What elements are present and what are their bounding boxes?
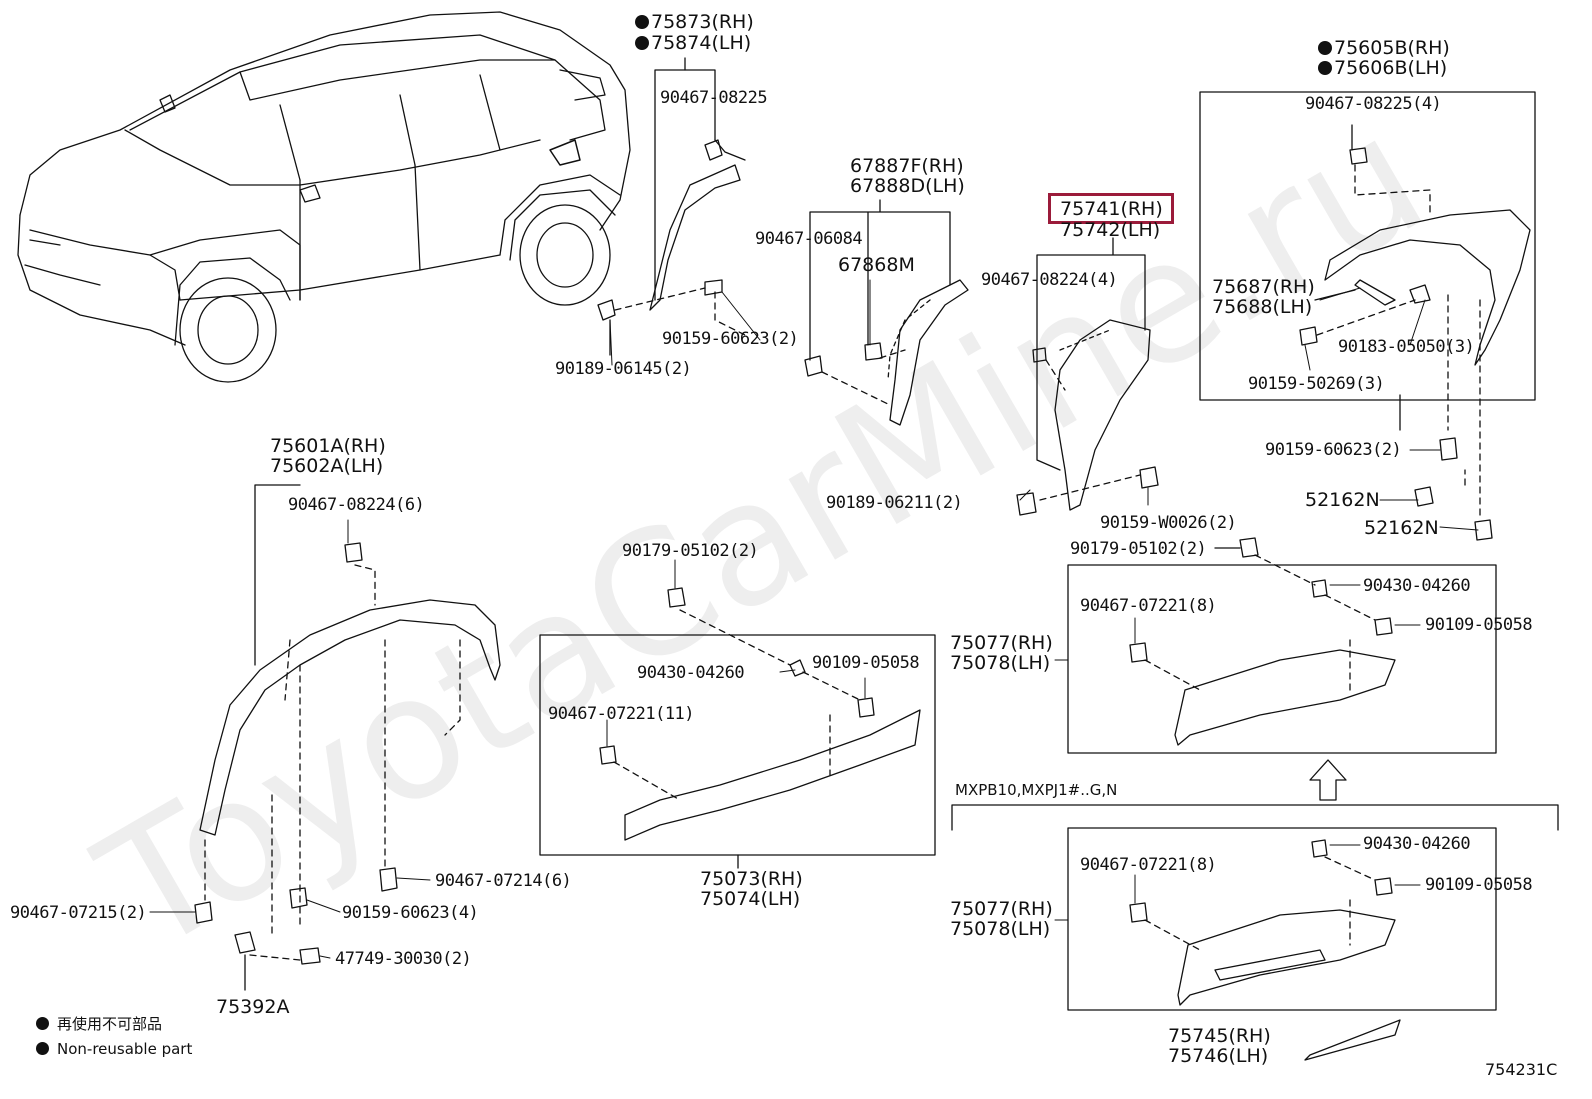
part-label-47749-30030[interactable]: 47749-30030(2) <box>335 949 472 969</box>
part-label-75606B[interactable]: 75606B(LH) <box>1318 59 1447 78</box>
diagram-code: 754231C <box>1485 1060 1558 1079</box>
mudguard-75741 <box>1016 237 1159 516</box>
bracket-67887 <box>804 199 969 426</box>
part-label-75602A[interactable]: 75602A(LH) <box>270 455 384 477</box>
part-label-67888D[interactable]: 67888D(LH) <box>850 175 965 197</box>
part-label-75074[interactable]: 75074(LH) <box>700 888 801 910</box>
part-label-90183-05050[interactable]: 90183-05050(3) <box>1338 337 1475 357</box>
part-label-67887F[interactable]: 67887F(RH) <box>850 155 964 177</box>
up-arrow <box>1309 759 1347 801</box>
part-label-75873[interactable]: 75873(RH) <box>635 13 754 32</box>
part-label-75605B[interactable]: 75605B(RH) <box>1318 39 1450 58</box>
part-label-52162N-b[interactable]: 52162N <box>1364 517 1439 539</box>
box-75077-upper <box>1067 537 1497 754</box>
non-reusable-dot-icon <box>36 1017 49 1030</box>
part-label-75078-b[interactable]: 75078(LH) <box>950 918 1051 940</box>
part-label-90430-04260-a[interactable]: 90430-04260 <box>637 663 745 683</box>
part-label-90467-07215[interactable]: 90467-07215(2) <box>10 903 147 923</box>
highlight-frame <box>1048 193 1174 224</box>
part-label-90159-60623-b[interactable]: 90159-60623(2) <box>1265 440 1402 460</box>
part-label-75077-a[interactable]: 75077(RH) <box>950 632 1053 654</box>
part-label-90467-08224-4[interactable]: 90467-08224(4) <box>981 270 1118 290</box>
leader-lines <box>149 279 1479 959</box>
legend-jp: 再使用不可部品 <box>36 1017 162 1032</box>
part-label-75874[interactable]: 75874(LH) <box>635 34 751 53</box>
part-label-90467-08225-4[interactable]: 90467-08225(4) <box>1305 94 1442 114</box>
part-label-67868M[interactable]: 67868M <box>838 254 915 276</box>
part-label-75073[interactable]: 75073(RH) <box>700 868 803 890</box>
part-label-90430-04260-c[interactable]: 90430-04260 <box>1363 834 1471 854</box>
non-reusable-dot-icon <box>635 15 649 29</box>
part-label-52162N-a[interactable]: 52162N <box>1305 489 1380 511</box>
part-label-75742[interactable]: 75742(LH) <box>1060 219 1161 241</box>
part-label-75392A[interactable]: 75392A <box>216 996 290 1018</box>
fender-75601A <box>194 484 501 991</box>
box-75605B <box>1199 91 1536 541</box>
part-label-90159-50269[interactable]: 90159-50269(3) <box>1248 374 1385 394</box>
part-label-90109-05058-c[interactable]: 90109-05058 <box>1425 875 1533 895</box>
bracket-75873 <box>597 57 746 356</box>
part-label-90467-07221-8-a[interactable]: 90467-07221(8) <box>1080 596 1217 616</box>
part-label-75741-highlighted[interactable]: 75741(RH) <box>1060 198 1163 220</box>
part-label-90467-07214[interactable]: 90467-07214(6) <box>435 871 572 891</box>
part-label-90467-07221-8-b[interactable]: 90467-07221(8) <box>1080 855 1217 875</box>
part-label-90179-05102-b[interactable]: 90179-05102(2) <box>1070 539 1207 559</box>
part-label-75688[interactable]: 75688(LH) <box>1212 296 1313 318</box>
non-reusable-dot-icon <box>1318 61 1332 75</box>
part-label-90159-W0026[interactable]: 90159-W0026(2) <box>1100 513 1237 533</box>
part-label-90189-06145[interactable]: 90189-06145(2) <box>555 359 692 379</box>
part-label-75745[interactable]: 75745(RH) <box>1168 1025 1271 1047</box>
part-label-90467-06084[interactable]: 90467-06084 <box>755 229 863 249</box>
legend-en: Non-reusable part <box>36 1042 192 1057</box>
part-label-75746[interactable]: 75746(LH) <box>1168 1045 1269 1067</box>
part-label-90189-06211[interactable]: 90189-06211(2) <box>826 493 963 513</box>
part-label-90159-60623-4[interactable]: 90159-60623(4) <box>342 903 479 923</box>
part-label-90159-60623-a[interactable]: 90159-60623(2) <box>662 329 799 349</box>
part-label-75687[interactable]: 75687(RH) <box>1212 276 1315 298</box>
part-label-90109-05058-a[interactable]: 90109-05058 <box>812 653 920 673</box>
non-reusable-dot-icon <box>1318 41 1332 55</box>
non-reusable-dot-icon <box>36 1042 49 1055</box>
part-label-75601A[interactable]: 75601A(RH) <box>270 435 386 457</box>
part-label-75078-a[interactable]: 75078(LH) <box>950 652 1051 674</box>
part-label-90467-07221-11[interactable]: 90467-07221(11) <box>548 704 695 724</box>
part-label-75077-b[interactable]: 75077(RH) <box>950 898 1053 920</box>
part-label-90109-05058-b[interactable]: 90109-05058 <box>1425 615 1533 635</box>
variant-label: MXPB10,MXPJ1#..G,N <box>955 781 1118 799</box>
box-75077-lower <box>1067 827 1497 1061</box>
part-label-90430-04260-b[interactable]: 90430-04260 <box>1363 576 1471 596</box>
non-reusable-dot-icon <box>635 36 649 50</box>
box-75073 <box>539 587 936 869</box>
part-label-90179-05102-a[interactable]: 90179-05102(2) <box>622 541 759 561</box>
part-label-90467-08224-6[interactable]: 90467-08224(6) <box>288 495 425 515</box>
vehicle-illustration <box>17 11 631 383</box>
part-label-90467-08225[interactable]: 90467-08225 <box>660 88 768 108</box>
